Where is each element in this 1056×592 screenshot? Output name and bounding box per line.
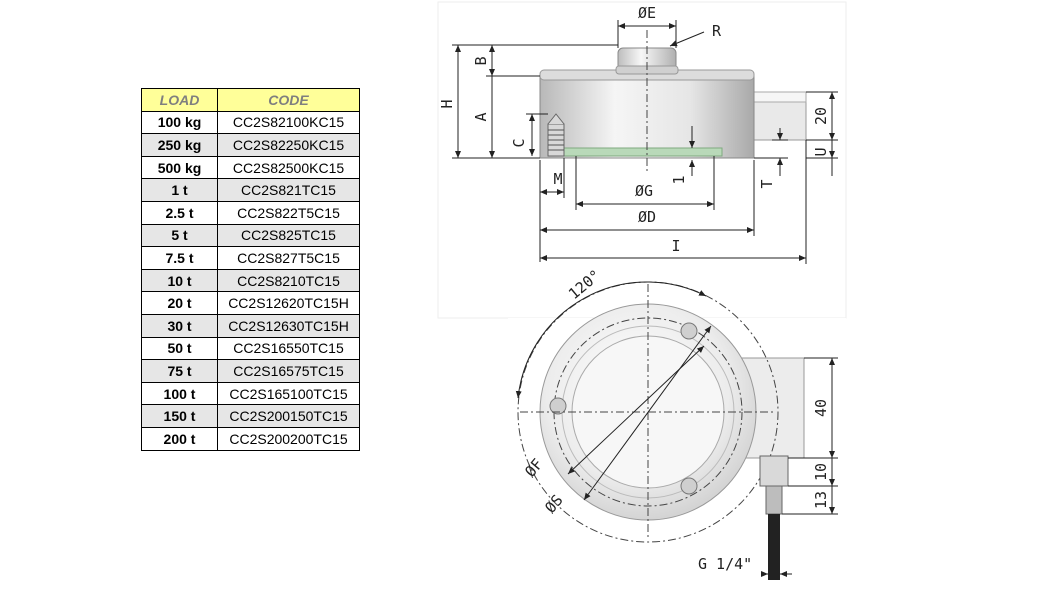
code-cell: CC2S16550TC15 xyxy=(217,336,360,361)
side-view: ØE R H B A C M ØG 1 ØD I T 20 U xyxy=(437,1,847,319)
label-one: 1 xyxy=(670,175,688,184)
code-cell: CC2S82100KC15 xyxy=(217,110,360,135)
label-40: 40 xyxy=(812,399,830,417)
load-cell: 10 t xyxy=(141,268,218,293)
load-cell: 7.5 t xyxy=(141,246,218,270)
code-cell: CC2S16575TC15 xyxy=(217,359,360,383)
code-cell: CC2S82250KC15 xyxy=(217,133,360,157)
code-cell: CC2S12620TC15H xyxy=(217,291,360,315)
load-cell: 5 t xyxy=(141,223,218,248)
label-c: C xyxy=(510,138,528,147)
header-code: CODE xyxy=(217,88,360,112)
code-cell: CC2S200150TC15 xyxy=(217,404,360,428)
code-cell: CC2S12630TC15H xyxy=(217,313,360,338)
code-cell: CC2S8210TC15 xyxy=(217,268,360,293)
cable-gland xyxy=(759,455,789,487)
load-cell: 100 kg xyxy=(141,110,218,135)
label-h: H xyxy=(438,99,456,108)
code-cell: CC2S822T5C15 xyxy=(217,200,360,225)
load-cell: 100 t xyxy=(141,381,218,406)
load-cell: 150 t xyxy=(141,404,218,428)
code-cell: CC2S827T5C15 xyxy=(217,246,360,270)
code-cell: CC2S200200TC15 xyxy=(217,426,360,451)
header-load: LOAD xyxy=(141,88,218,112)
load-cell: 50 t xyxy=(141,336,218,361)
load-cell: 1 t xyxy=(141,178,218,202)
label-u: U xyxy=(812,147,830,156)
load-cell: 30 t xyxy=(141,313,218,338)
label-i: I xyxy=(671,237,680,255)
label-r: R xyxy=(712,22,722,40)
code-cell: CC2S821TC15 xyxy=(217,178,360,202)
label-g: ØG xyxy=(635,182,653,200)
threaded-hole xyxy=(547,113,565,157)
cable xyxy=(768,514,780,580)
label-d: ØD xyxy=(638,208,656,226)
label-a: A xyxy=(472,112,490,121)
load-cell: 500 kg xyxy=(141,155,218,180)
load-cell: 20 t xyxy=(141,291,218,315)
label-20: 20 xyxy=(812,107,830,125)
code-cell: CC2S82500KC15 xyxy=(217,155,360,180)
load-cell: 250 kg xyxy=(141,133,218,157)
label-e: ØE xyxy=(638,4,656,22)
load-cell: 2.5 t xyxy=(141,200,218,225)
mounting-hole xyxy=(680,477,698,495)
label-10: 10 xyxy=(812,463,830,481)
code-cell: CC2S165100TC15 xyxy=(217,381,360,406)
label-thread: G 1/4" xyxy=(698,555,752,573)
label-t: T xyxy=(758,179,776,188)
top-view: 120° ØF ØS 40 10 13 G 1/4" xyxy=(508,266,846,582)
label-m: M xyxy=(553,170,562,188)
load-cell: 200 t xyxy=(141,426,218,451)
load-cell: 75 t xyxy=(141,359,218,383)
mounting-hole xyxy=(680,322,698,340)
label-13: 13 xyxy=(812,491,830,509)
code-cell: CC2S825TC15 xyxy=(217,223,360,248)
mounting-hole xyxy=(549,397,567,415)
base-plate xyxy=(563,147,723,157)
load-cell-drawing: ØE R H B A C M ØG 1 ØD I T 20 U xyxy=(437,1,847,582)
label-b: B xyxy=(472,56,490,65)
